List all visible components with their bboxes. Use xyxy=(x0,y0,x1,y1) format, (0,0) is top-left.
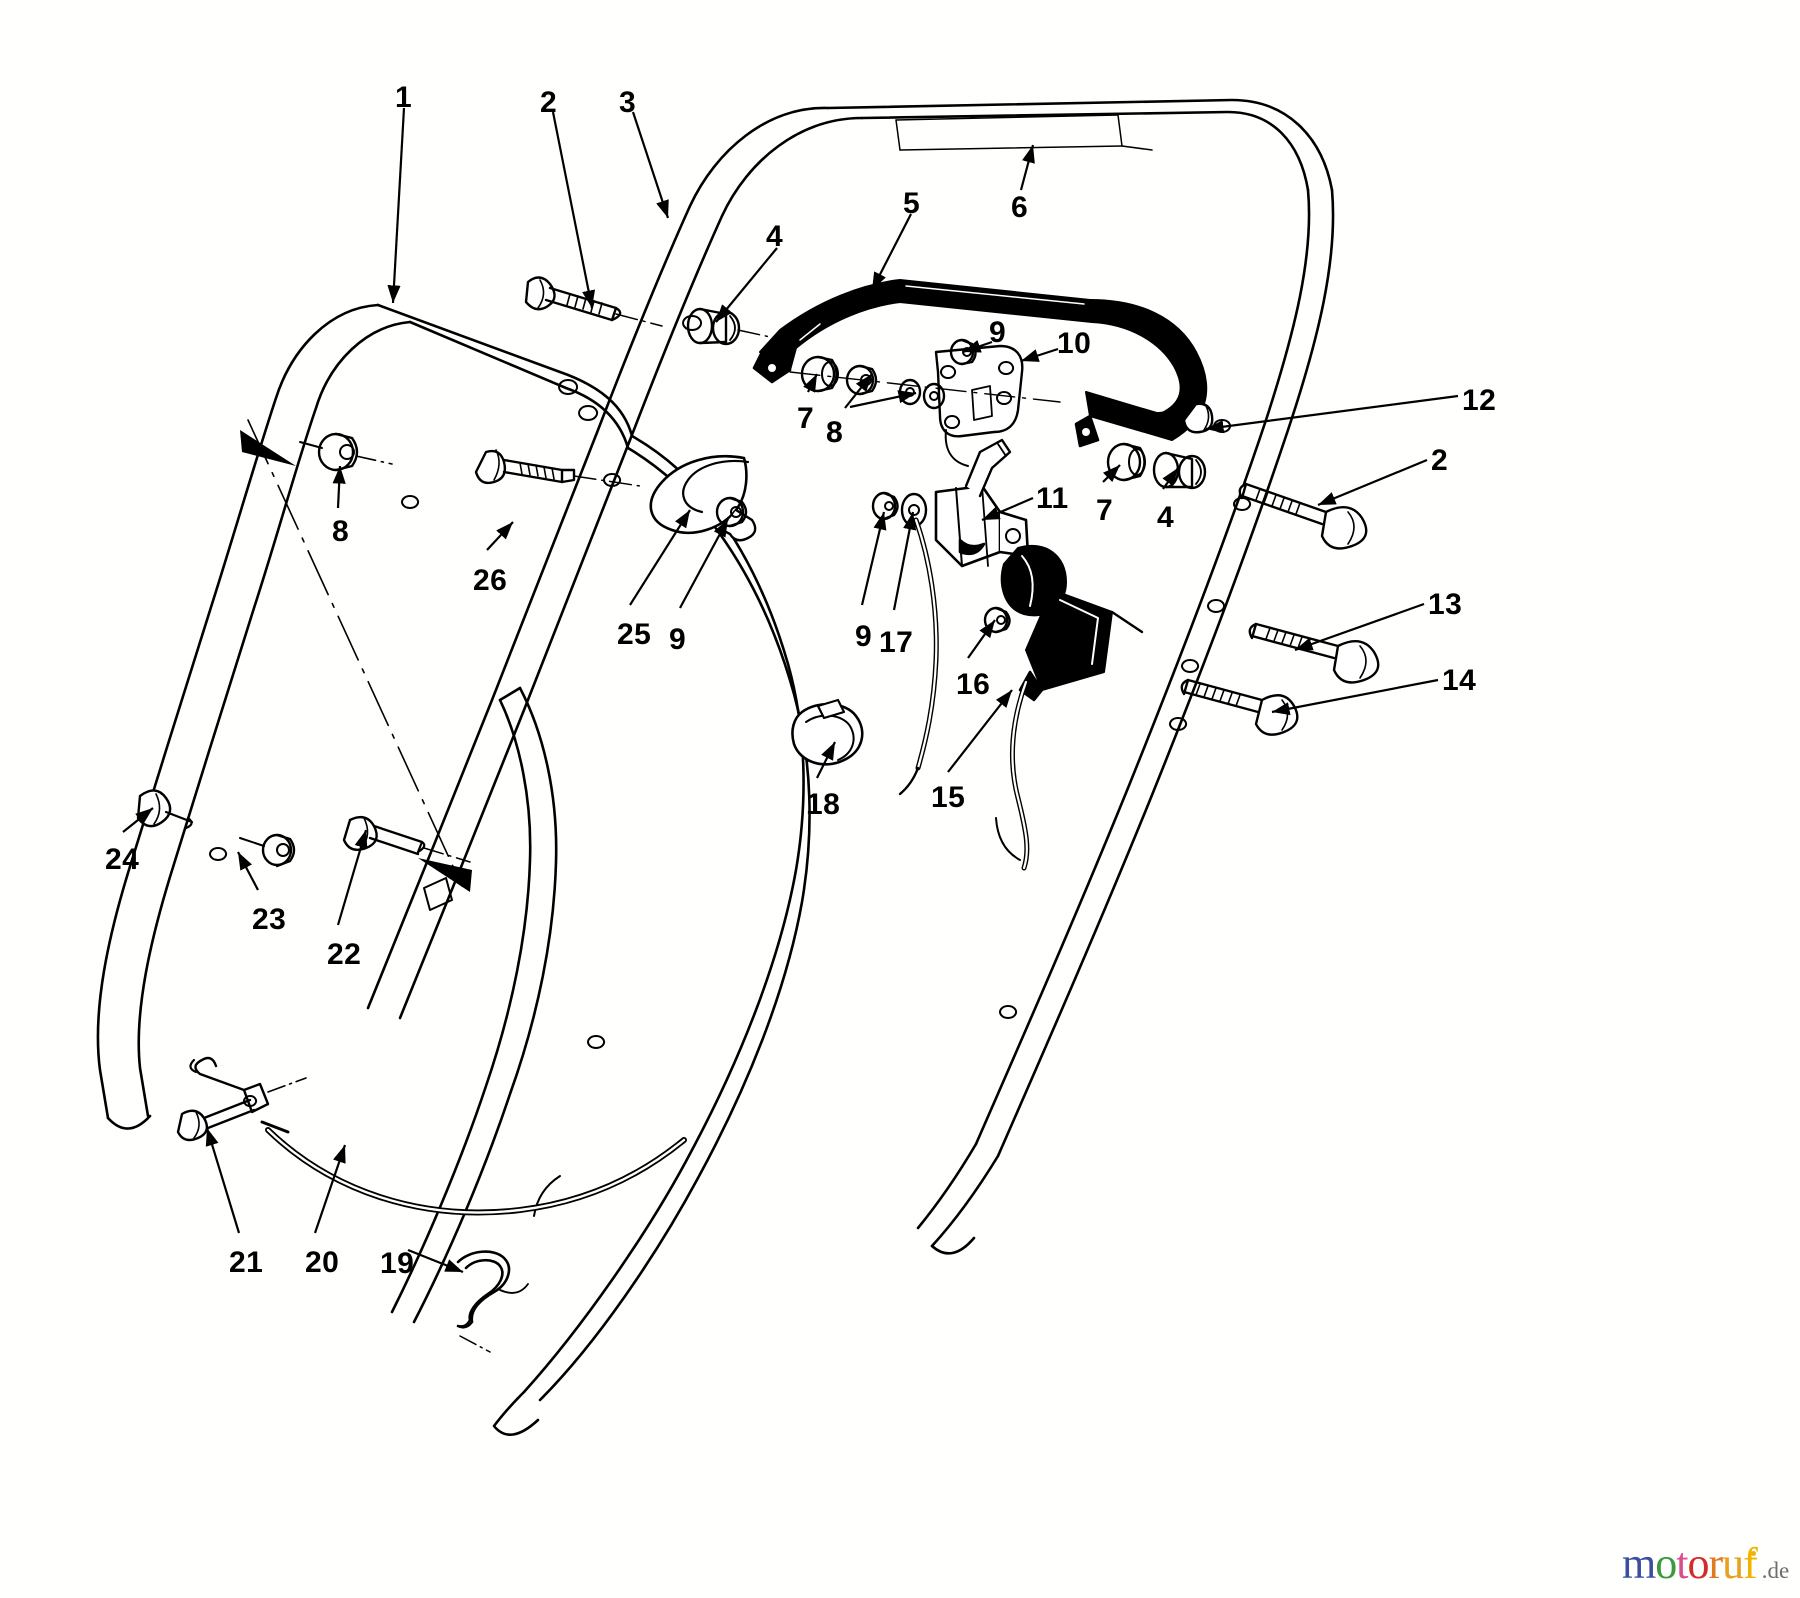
callout-21-30: 21 xyxy=(229,1246,264,1279)
leader-line-9 xyxy=(962,340,993,354)
callout-8-7: 8 xyxy=(826,416,844,449)
leader-line-19 xyxy=(407,1248,464,1274)
callout-4-3: 4 xyxy=(766,220,784,253)
motoruf-watermark: motoruf.de xyxy=(1622,1538,1789,1589)
leader-line-22 xyxy=(336,829,368,926)
callout-6-5: 6 xyxy=(1011,191,1029,224)
callout-14-24: 14 xyxy=(1442,664,1477,697)
callout-5-4: 5 xyxy=(903,187,921,220)
leader-line-6 xyxy=(1019,144,1035,191)
leader-line-5 xyxy=(871,213,912,291)
callout-22-29: 22 xyxy=(327,938,362,971)
leader-line-26 xyxy=(486,521,514,551)
callout-16-22: 16 xyxy=(956,668,991,701)
callout-12-20: 12 xyxy=(1462,384,1497,417)
leader-line-23 xyxy=(237,851,259,891)
leader-line-18 xyxy=(816,741,836,779)
leader-line-17 xyxy=(892,511,917,611)
leader-line-12 xyxy=(1205,394,1459,434)
callout-18-25: 18 xyxy=(806,788,841,821)
callout-20-31: 20 xyxy=(305,1246,340,1279)
leader-line-16 xyxy=(967,619,996,659)
leader-line-1 xyxy=(387,107,406,304)
leader-line-2 xyxy=(1317,458,1428,507)
leader-line-7 xyxy=(1102,464,1121,483)
watermark-letter-u-5: u xyxy=(1722,1539,1744,1588)
leader-line-25 xyxy=(629,509,691,606)
watermark-letter-f-6: f xyxy=(1743,1539,1758,1588)
callout-24-27: 24 xyxy=(105,843,140,876)
leader-line-15 xyxy=(947,689,1013,773)
leader-line-4 xyxy=(715,247,778,323)
leader-line-7 xyxy=(803,373,818,393)
callout-9-9: 9 xyxy=(989,316,1007,349)
callout-2-21: 2 xyxy=(1431,444,1449,477)
callout-13-23: 13 xyxy=(1428,588,1463,621)
watermark-letter-o-1: o xyxy=(1655,1539,1677,1588)
callout-8-11: 8 xyxy=(332,515,350,548)
leader-line-2 xyxy=(551,111,596,309)
callout-19-32: 19 xyxy=(380,1247,415,1280)
watermark-letter-r-4: r xyxy=(1708,1539,1723,1588)
leader-line-13 xyxy=(1294,602,1425,652)
leader-line-8 xyxy=(332,465,346,509)
leader-line-20 xyxy=(313,1144,347,1234)
callout-4-19: 4 xyxy=(1157,501,1175,534)
leader-line-14 xyxy=(1271,678,1439,716)
callout-25-13: 25 xyxy=(617,618,652,651)
callout-23-28: 23 xyxy=(252,903,287,936)
leader-line-21 xyxy=(205,1127,241,1234)
leader-line-10 xyxy=(1020,347,1059,363)
watermark-letter-o-3: o xyxy=(1687,1539,1709,1588)
callout-9-15: 9 xyxy=(855,620,873,653)
callout-17-16: 17 xyxy=(879,626,914,659)
watermark-letter-m-0: m xyxy=(1622,1539,1656,1588)
leader-line-24 xyxy=(122,807,154,833)
leader-line-3 xyxy=(631,111,670,219)
leader-line-8 xyxy=(844,373,873,409)
leader-line-11 xyxy=(981,496,1034,522)
callout-11-17: 11 xyxy=(1036,482,1069,515)
watermark-letter-t-2: t xyxy=(1676,1539,1688,1588)
callout-1-0: 1 xyxy=(395,81,413,114)
callout-8-8: 8 xyxy=(826,416,844,449)
watermark-tld: .de xyxy=(1761,1558,1790,1583)
leader-line-9 xyxy=(860,511,887,606)
leader-line-9 xyxy=(679,518,729,609)
callout-10-10: 10 xyxy=(1057,327,1092,360)
callout-26-12: 26 xyxy=(473,564,508,597)
callout-9-14: 9 xyxy=(669,623,687,656)
leader-line-8 xyxy=(849,390,917,409)
callout-3-2: 3 xyxy=(619,86,637,119)
leader-line-4 xyxy=(1162,467,1179,490)
callout-7-6: 7 xyxy=(797,402,815,435)
callout-7-18: 7 xyxy=(1096,494,1114,527)
callout-2-1: 2 xyxy=(540,86,558,119)
watermark-dot xyxy=(1750,1551,1756,1556)
callout-15-26: 15 xyxy=(931,781,966,814)
